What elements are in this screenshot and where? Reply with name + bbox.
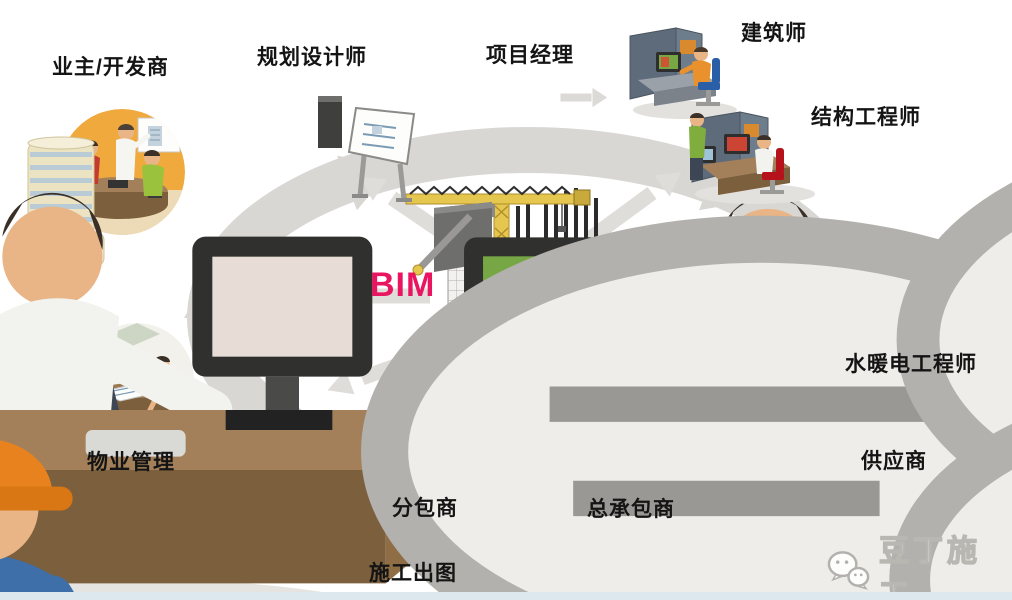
label-mep-engineer: 水暖电工程师 (845, 353, 977, 376)
drafting-easel (347, 106, 416, 202)
label-structural-engineer: 结构工程师 (811, 106, 921, 129)
scene-planner (318, 96, 1012, 600)
watermark: 豆丁施工 (826, 526, 1012, 600)
label-project-manager: 项目经理 (486, 44, 574, 67)
bim-center-label: BIM (370, 266, 436, 304)
label-construction-drawing: 施工出图 (369, 562, 457, 585)
flow-arrow-top (559, 86, 609, 109)
label-property-management: 物业管理 (87, 451, 175, 474)
label-supplier: 供应商 (861, 450, 927, 473)
wechat-bubbles-icon (827, 551, 870, 590)
scene-architect (629, 27, 737, 119)
bottom-strip (0, 592, 1012, 600)
watermark-text: 豆丁施工 (878, 534, 981, 600)
label-general-contractor: 总承包商 (587, 498, 675, 521)
label-architect: 建筑师 (741, 22, 807, 45)
label-subcontractor: 分包商 (392, 497, 458, 520)
scene-structural-engineer (689, 111, 815, 204)
label-planner: 规划设计师 (257, 46, 367, 69)
label-owner-developer: 业主/开发商 (52, 56, 169, 79)
